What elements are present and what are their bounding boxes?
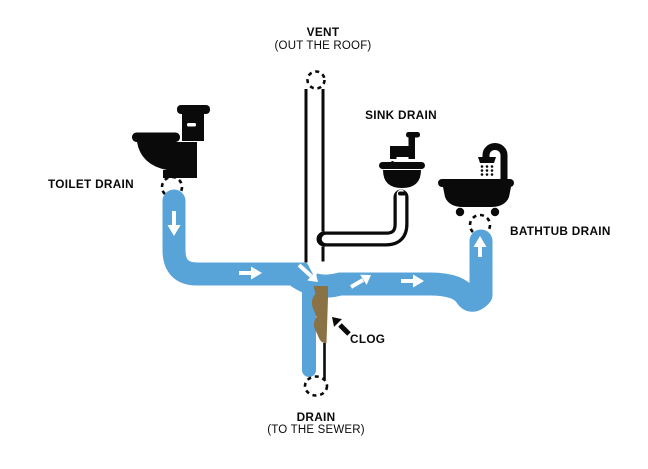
- vent-junction-opening: [306, 261, 323, 278]
- sewer-drain-opening-icon: [303, 375, 329, 397]
- clog-arrow-icon: [332, 317, 351, 336]
- vent-pipe: [304, 89, 325, 263]
- flow-arrow-up-icon: [473, 236, 487, 257]
- main-drain-pipe: [283, 229, 493, 312]
- vent-label: VENT: [306, 25, 340, 39]
- vent-roof-opening-icon: [306, 70, 326, 90]
- clog-blob: [311, 286, 328, 344]
- sink-drain-label: SINK DRAIN: [365, 108, 437, 122]
- sink-trap-pipe: [316, 189, 409, 247]
- flow-arrow-right-icon: [239, 266, 262, 280]
- bathtub-shower-icon: [438, 143, 514, 217]
- sewer-drain-label: DRAIN: [296, 410, 336, 424]
- sink-faucet-icon: [379, 132, 425, 196]
- sewer-drain-sublabel: (TO THE SEWER): [267, 424, 365, 436]
- toilet-icon: [132, 105, 210, 178]
- flow-arrow-down-right-icon: [297, 263, 318, 282]
- flow-arrow-right2-icon: [401, 274, 424, 288]
- toilet-drain-pipe: [162, 189, 315, 286]
- vent-sublabel: (OUT THE ROOF): [274, 40, 372, 52]
- flow-arrows: [167, 211, 487, 289]
- bathtub-drain-label: BATHTUB DRAIN: [510, 224, 611, 238]
- flow-arrow-up-right-icon: [349, 274, 371, 289]
- clog-label: CLOG: [350, 332, 386, 346]
- flow-arrow-down-icon: [167, 211, 181, 236]
- toilet-drain-label: TOILET DRAIN: [48, 177, 134, 191]
